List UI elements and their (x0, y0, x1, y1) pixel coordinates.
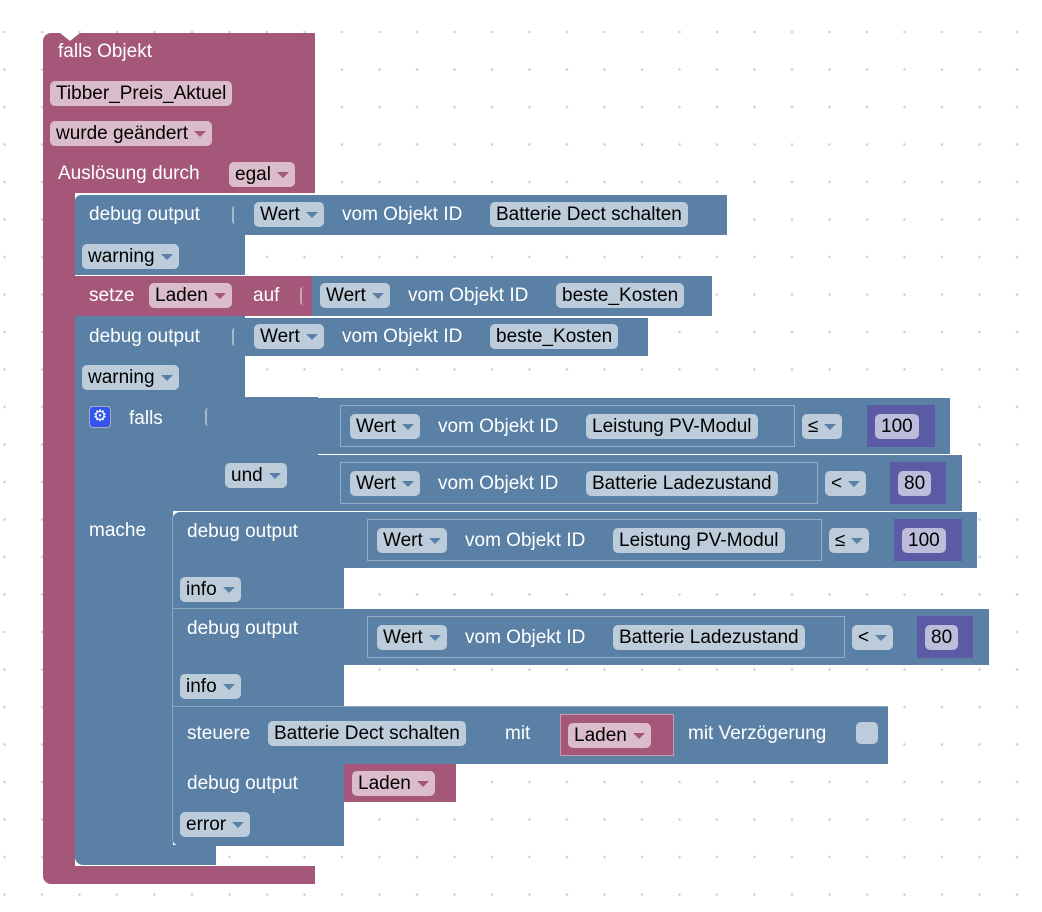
delay-checkbox[interactable] (856, 722, 878, 744)
cond-1-value-field[interactable]: 100 (875, 414, 919, 439)
trigger-notch (60, 33, 80, 41)
if-block[interactable] (75, 397, 173, 864)
cond-2-value-field[interactable]: 80 (898, 471, 932, 496)
debug-5-variable-dropdown[interactable]: Laden (352, 771, 435, 796)
value-block-outline-2 (340, 462, 818, 504)
debug-2-level-dropdown[interactable]: warning (82, 365, 179, 390)
set-label: setze (89, 285, 135, 306)
trigger-change-mode-dropdown[interactable]: wurde geändert (50, 121, 213, 146)
if-label: falls (129, 408, 163, 429)
set-to-label: auf (253, 285, 280, 306)
cond-2-object-field[interactable]: Batterie Ladezustand (586, 471, 778, 496)
value-block-outline-1 (340, 405, 795, 447)
cond-2-operator-dropdown[interactable]: < (825, 471, 867, 496)
input-socket (300, 287, 308, 305)
do-label: mache (89, 520, 147, 541)
cond-1-mode-dropdown[interactable]: Wert (350, 414, 420, 439)
debug-1-level-dropdown[interactable]: warning (82, 244, 179, 269)
logic-and-block[interactable] (216, 397, 318, 511)
trigger-label: Auslösung durch (58, 163, 200, 184)
debug-1-from-label: vom Objekt ID (342, 204, 463, 225)
value-block-outline-3 (367, 519, 822, 561)
trigger-value-dropdown[interactable]: egal (229, 162, 295, 187)
debug-2-mode-dropdown[interactable]: Wert (254, 324, 324, 349)
debug-4-from-label: vom Objekt ID (465, 627, 586, 648)
control-label: steuere (187, 723, 251, 744)
control-with-label: mit (505, 723, 531, 744)
debug-4-value-field[interactable]: 80 (925, 625, 959, 650)
debug-3-level-dropdown[interactable]: info (180, 577, 241, 602)
debug-output-3-label: debug output (187, 521, 298, 542)
debug-3-value-field[interactable]: 100 (902, 528, 946, 553)
debug-3-operator-dropdown[interactable]: ≤ (829, 528, 870, 553)
debug-5-level-dropdown[interactable]: error (180, 812, 251, 837)
debug-2-object-field[interactable]: beste_Kosten (490, 324, 619, 349)
set-from-label: vom Objekt ID (408, 285, 529, 306)
logic-operator-dropdown[interactable]: und (225, 463, 287, 488)
debug-4-object-field[interactable]: Batterie Ladezustand (613, 625, 805, 650)
cond-2-from-label: vom Objekt ID (438, 473, 559, 494)
debug-3-object-field[interactable]: Leistung PV-Modul (613, 528, 785, 553)
trigger-block-arm (43, 190, 75, 870)
debug-1-object-field[interactable]: Batterie Dect schalten (490, 202, 688, 227)
trigger-title: falls Objekt (58, 41, 152, 62)
trigger-block-footer (43, 866, 315, 884)
debug-4-level-dropdown[interactable]: info (180, 674, 241, 699)
cond-1-object-field[interactable]: Leistung PV-Modul (586, 414, 758, 439)
cond-2-mode-dropdown[interactable]: Wert (350, 471, 420, 496)
debug-4-mode-dropdown[interactable]: Wert (377, 625, 447, 650)
control-variable-dropdown[interactable]: Laden (568, 723, 651, 748)
set-object-field[interactable]: beste_Kosten (556, 283, 685, 308)
if-block-footer (75, 845, 216, 865)
cond-1-from-label: vom Objekt ID (438, 416, 559, 437)
debug-3-from-label: vom Objekt ID (465, 530, 586, 551)
value-block-outline-4 (367, 616, 845, 658)
if-block-condition-row (173, 397, 216, 511)
control-delay-label: mit Verzögerung (688, 723, 827, 744)
trigger-object-id-field[interactable]: Tibber_Preis_Aktuel (50, 81, 233, 106)
debug-1-mode-dropdown[interactable]: Wert (254, 202, 324, 227)
debug-4-operator-dropdown[interactable]: < (852, 625, 894, 650)
debug-output-1-label: debug output (89, 204, 200, 225)
debug-output-4-label: debug output (187, 618, 298, 639)
control-object-field[interactable]: Batterie Dect schalten (268, 721, 466, 746)
cond-1-operator-dropdown[interactable]: ≤ (802, 414, 843, 439)
debug-2-from-label: vom Objekt ID (342, 326, 463, 347)
set-variable-dropdown[interactable]: Laden (149, 283, 232, 308)
set-mode-dropdown[interactable]: Wert (320, 283, 390, 308)
input-socket (232, 206, 240, 224)
input-socket (205, 408, 213, 426)
input-socket (232, 328, 240, 346)
debug-3-mode-dropdown[interactable]: Wert (377, 528, 447, 553)
gear-icon[interactable]: ⚙ (89, 406, 111, 428)
debug-output-5-label: debug output (187, 773, 298, 794)
debug-output-2-label: debug output (89, 326, 200, 347)
